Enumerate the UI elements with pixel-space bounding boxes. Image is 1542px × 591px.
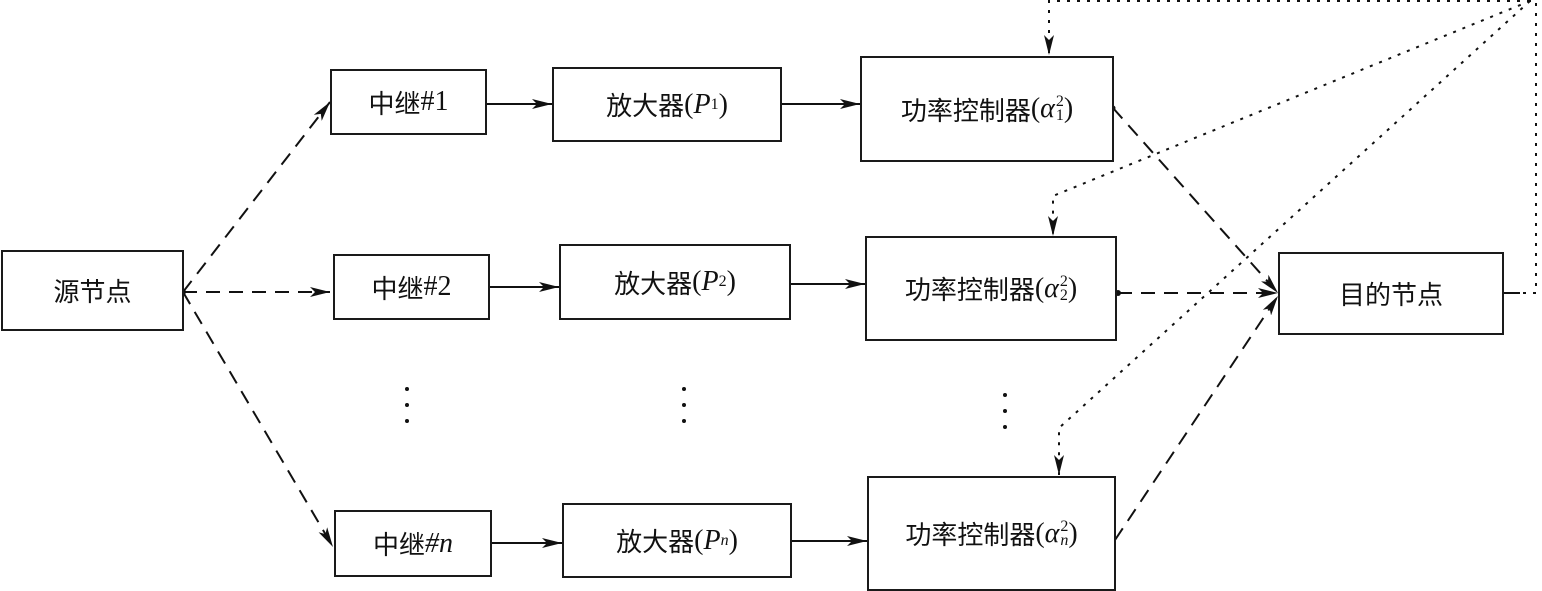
power-controller-1-label: 功率控制器 (900, 96, 1031, 127)
relay-1-label: 中继 (368, 89, 421, 120)
power-controller-2-sub: 2 (1059, 286, 1068, 304)
amplifier-1-sub: 1 (710, 95, 719, 113)
edge-source-relay1 (182, 101, 331, 293)
amplifier-n-label: 放大器 (616, 528, 695, 558)
solid-chain-links (487, 99, 867, 548)
feedback-to-pc1 (1044, 0, 1530, 55)
edge-source-relayn (182, 291, 334, 548)
feedback-links (1044, 0, 1537, 475)
relay-1-box[interactable]: 中继#1 (330, 69, 487, 135)
amplifier-1-var: P (693, 88, 711, 120)
feedback-dest-trunk (1503, 0, 1537, 294)
power-controller-1-sup: 2 (1055, 93, 1064, 110)
power-controller-n-label: 功率控制器 (905, 521, 1036, 551)
power-controller-n-sup: 2 (1060, 517, 1069, 535)
power-controller-2-sup: 2 (1059, 272, 1068, 290)
source-node-label: 源节点 (53, 278, 132, 308)
amplifier-2-var: P (701, 266, 719, 297)
source-to-relay-links (182, 101, 334, 548)
controller-ellipsis (1003, 393, 1007, 441)
relay-n-index: #n (425, 527, 453, 559)
relay-2-index: #2 (423, 271, 452, 302)
relay-2-label: 中继 (371, 274, 424, 305)
amplifier-n-var: P (703, 524, 721, 556)
amplifier-2-label: 放大器 (614, 269, 693, 300)
relay-n-box[interactable]: 中继#n (334, 510, 492, 577)
power-controller-2-label: 功率控制器 (904, 276, 1035, 306)
power-controller-2-var: α (1044, 272, 1059, 304)
feedback-to-pcn (1054, 0, 1531, 475)
destination-node[interactable]: 目的节点 (1278, 252, 1504, 335)
destination-node-label: 目的节点 (1338, 281, 1443, 311)
relay-n-label: 中继 (372, 531, 425, 561)
amplifier-ellipsis (682, 387, 686, 435)
power-controller-n-sub: n (1060, 531, 1069, 549)
power-controller-1-var: α (1040, 93, 1055, 124)
relay-2-box[interactable]: 中继#2 (333, 254, 490, 320)
controller-to-destination-links (1112, 107, 1279, 541)
amplifier-2-sub: 2 (718, 273, 727, 290)
relay-ellipsis (405, 387, 409, 435)
edge-pcn-dest (1114, 295, 1279, 541)
relay-1-index: #1 (420, 86, 449, 117)
feedback-to-pc2 (1048, 0, 1531, 236)
amplifier-1-label: 放大器 (606, 92, 685, 122)
source-node[interactable]: 源节点 (1, 250, 184, 331)
edge-pc1-dest (1112, 107, 1279, 294)
power-controller-n-var: α (1044, 517, 1060, 549)
power-controller-1-sub: 1 (1055, 107, 1064, 124)
amplifier-n-sub: n (720, 531, 729, 549)
